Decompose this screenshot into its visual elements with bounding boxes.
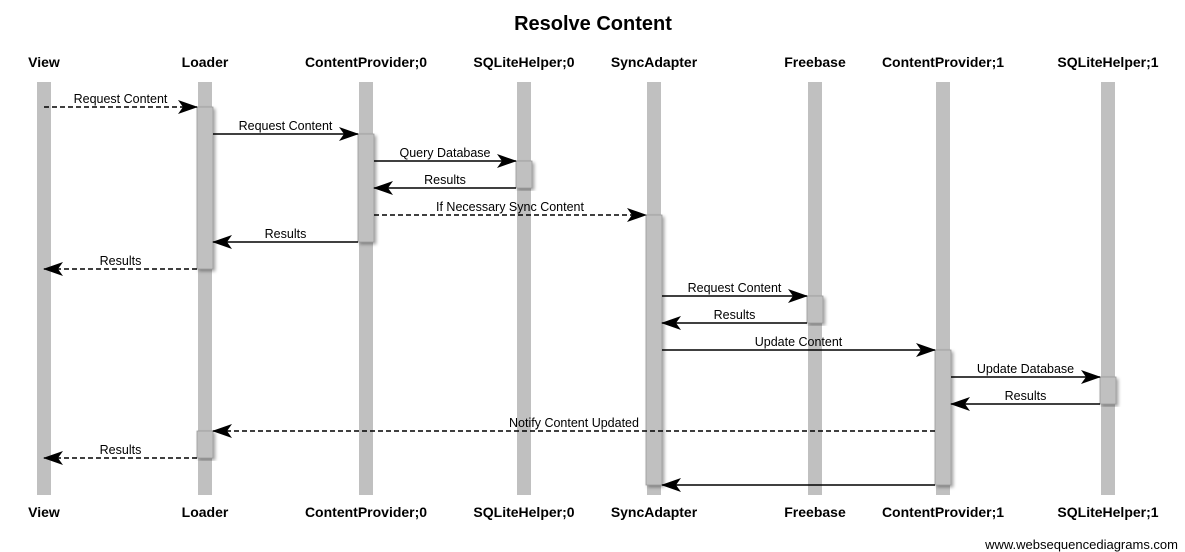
- message-14: Results: [43, 443, 197, 465]
- message-2: Request Content: [213, 119, 359, 141]
- message-5: If Necessary Sync Content: [374, 200, 647, 222]
- participant-sql1-bottom: SQLiteHelper;1: [1057, 504, 1158, 520]
- message-label: Results: [424, 173, 466, 187]
- participant-sync-bottom: SyncAdapter: [611, 504, 698, 520]
- message-label: Request Content: [74, 92, 168, 106]
- participant-sql1-top: SQLiteHelper;1: [1057, 54, 1158, 70]
- message-label: Results: [1005, 389, 1047, 403]
- participant-loader-top: Loader: [182, 54, 229, 70]
- message-11: Update Database: [951, 362, 1101, 384]
- participant-cp0-bottom: ContentProvider;0: [305, 504, 427, 520]
- message-label: Results: [265, 227, 307, 241]
- activation-cp0: [357, 133, 375, 243]
- participant-sync-top: SyncAdapter: [611, 54, 698, 70]
- watermark: www.websequencediagrams.com: [984, 537, 1178, 552]
- participant-cp1-bottom: ContentProvider;1: [882, 504, 1004, 520]
- message-6: Results: [212, 227, 358, 249]
- message-label: Results: [100, 443, 142, 457]
- activation-sql1: [1099, 376, 1117, 405]
- message-8: Request Content: [662, 281, 808, 303]
- participant-cp0-top: ContentProvider;0: [305, 54, 427, 70]
- message-9: Results: [661, 308, 807, 330]
- activation-loader: [196, 106, 214, 270]
- message-12: Results: [950, 389, 1100, 411]
- message-label: If Necessary Sync Content: [436, 200, 585, 214]
- activation-sql0: [515, 160, 533, 189]
- participant-view-top: View: [28, 54, 60, 70]
- activation-loader: [196, 430, 214, 459]
- participant-sql0-bottom: SQLiteHelper;0: [473, 504, 574, 520]
- diagram-title: Resolve Content: [514, 13, 672, 35]
- message-3: Query Database: [374, 146, 517, 168]
- message-label: Request Content: [688, 281, 782, 295]
- message-label: Notify Content Updated: [509, 416, 639, 430]
- message-label: Results: [714, 308, 756, 322]
- participant-freebase-bottom: Freebase: [784, 504, 846, 520]
- lifeline-sql1: [1101, 82, 1115, 495]
- activation-sync: [645, 214, 663, 486]
- message-1: Request Content: [44, 92, 198, 114]
- message-label: Update Content: [755, 335, 843, 349]
- message-7: Results: [43, 254, 197, 276]
- message-label: Query Database: [399, 146, 490, 160]
- participant-cp1-top: ContentProvider;1: [882, 54, 1004, 70]
- participant-loader-bottom: Loader: [182, 504, 229, 520]
- activation-cp1: [934, 349, 952, 486]
- message-label: Update Database: [977, 362, 1074, 376]
- message-label: Results: [100, 254, 142, 268]
- lifeline-view: [37, 82, 51, 495]
- participant-sql0-top: SQLiteHelper;0: [473, 54, 574, 70]
- participant-view-bottom: View: [28, 504, 60, 520]
- message-10: Update Content: [662, 335, 936, 357]
- activation-freebase: [806, 295, 824, 324]
- message-13: Notify Content Updated: [212, 416, 935, 438]
- participant-labels: ViewViewLoaderLoaderContentProvider;0Con…: [28, 54, 1159, 520]
- lifeline-freebase: [808, 82, 822, 495]
- message-label: Request Content: [239, 119, 333, 133]
- participant-freebase-top: Freebase: [784, 54, 846, 70]
- message-4: Results: [373, 173, 516, 195]
- lifeline-sql0: [517, 82, 531, 495]
